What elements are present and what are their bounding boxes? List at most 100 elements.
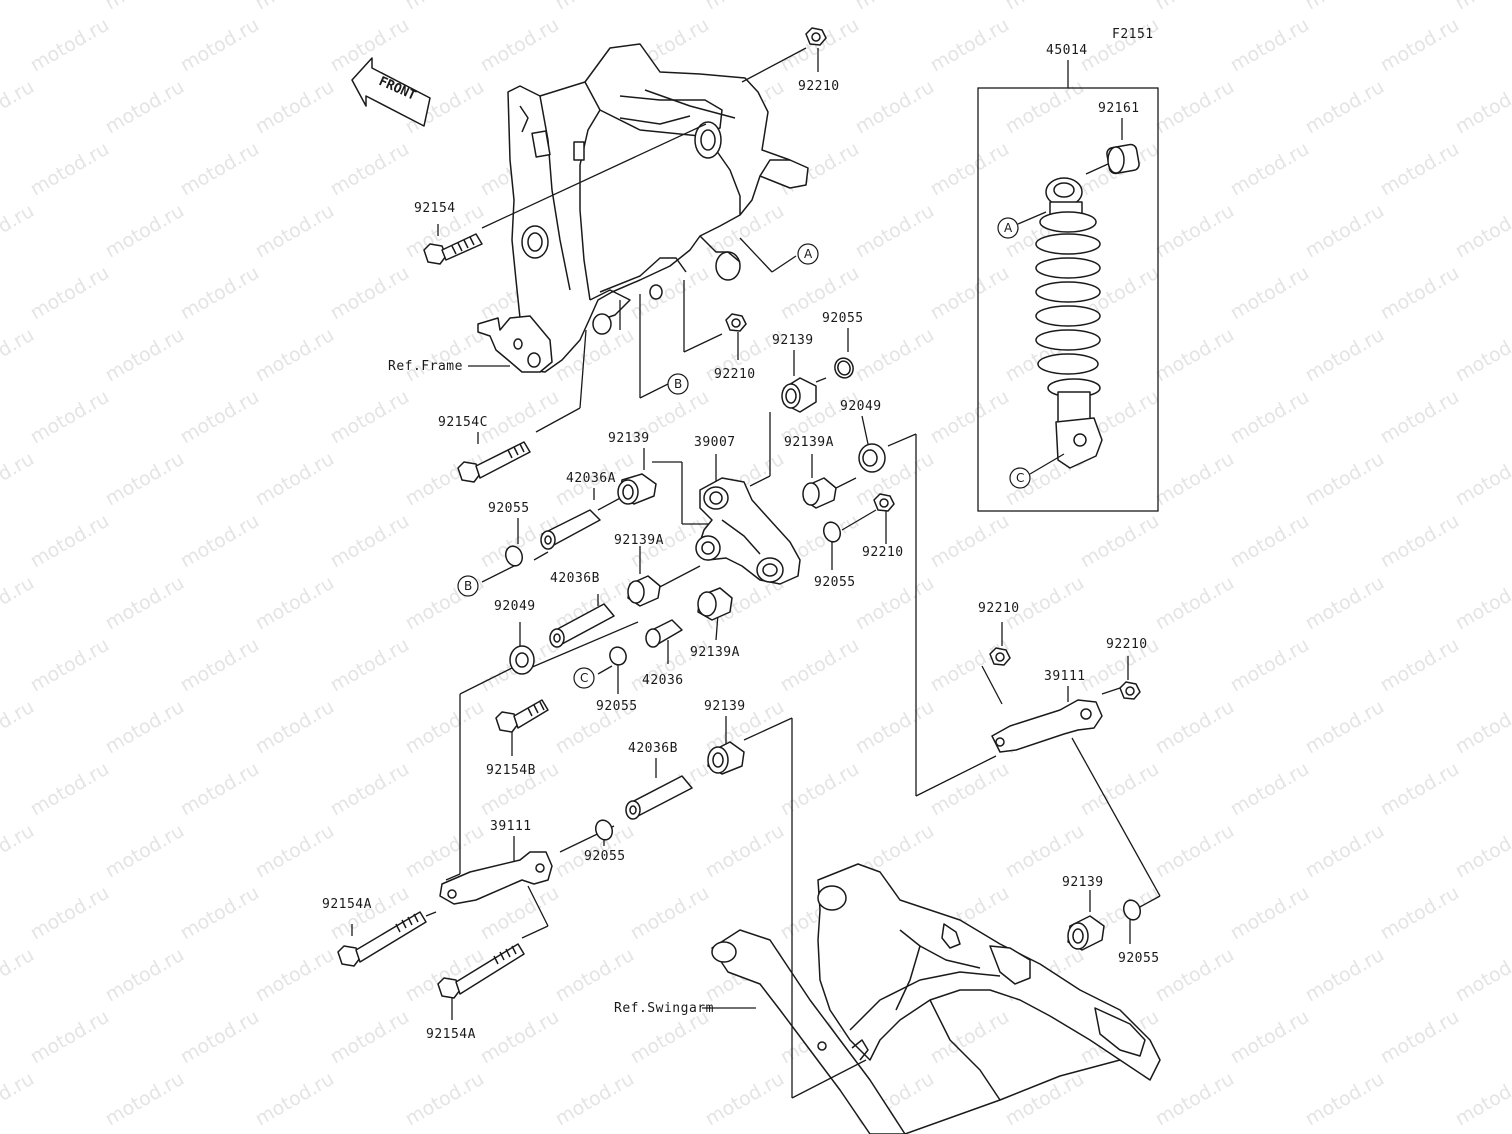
label-washer-left: 92049 bbox=[494, 599, 536, 614]
watermark-text: motod.ru bbox=[1302, 820, 1388, 883]
watermark-text: motod.ru bbox=[1227, 510, 1313, 573]
watermark-text: motod.ru bbox=[177, 634, 263, 697]
label-collar-lower: 92139 bbox=[704, 699, 746, 714]
watermark-text: motod.ru bbox=[1452, 200, 1512, 263]
watermark-text: motod.ru bbox=[402, 0, 488, 14]
watermark-text: motod.ru bbox=[27, 138, 113, 201]
svg-text:C: C bbox=[580, 671, 588, 685]
collar-92139-upper bbox=[781, 377, 817, 413]
watermark-text: motod.ru bbox=[0, 76, 38, 139]
watermark-text: motod.ru bbox=[27, 882, 113, 945]
label-oring-swing: 92055 bbox=[1118, 951, 1160, 966]
watermark-text: motod.ru bbox=[1152, 324, 1238, 387]
nut-92210-right bbox=[873, 493, 895, 512]
watermark-text: motod.ru bbox=[927, 386, 1013, 449]
label-sleeve-b: 42036B bbox=[550, 571, 600, 586]
label-bolt-a1: 92154A bbox=[322, 897, 372, 912]
oring-92055-upper bbox=[834, 357, 854, 379]
watermark-text: motod.ru bbox=[1377, 1006, 1463, 1069]
watermark-text: motod.ru bbox=[102, 696, 188, 759]
watermark-text: motod.ru bbox=[0, 448, 38, 511]
callout-c-left: C bbox=[573, 667, 595, 689]
label-bolt-frame: 92154 bbox=[414, 201, 456, 216]
callout-circles: A B B C A C bbox=[457, 217, 1031, 689]
label-bolt-a2: 92154A bbox=[426, 1027, 476, 1042]
watermark-text: motod.ru bbox=[777, 634, 863, 697]
watermark-text: motod.ru bbox=[327, 262, 413, 325]
rocker-arm-39007 bbox=[695, 477, 801, 585]
watermark-text: motod.ru bbox=[552, 1068, 638, 1131]
part-labels: 45014 92161 92210 92154 92210 92055 9213… bbox=[322, 43, 1160, 1042]
watermark-text: motod.ru bbox=[1302, 448, 1388, 511]
watermark-text: motod.ru bbox=[1227, 14, 1313, 77]
watermark-text: motod.ru bbox=[477, 14, 563, 77]
watermark-text: motod.ru bbox=[0, 696, 38, 759]
watermark-text: motod.ru bbox=[852, 572, 938, 635]
label-bolt-b: 92154B bbox=[486, 763, 536, 778]
watermark-text: motod.ru bbox=[252, 200, 338, 263]
oring-92055-lower bbox=[594, 819, 614, 841]
watermark-text: motod.ru bbox=[27, 262, 113, 325]
label-shock-assembly: 45014 bbox=[1046, 43, 1088, 58]
bolt-92154C bbox=[457, 441, 531, 483]
watermark-text: motod.ru bbox=[1452, 1068, 1512, 1131]
svg-text:A: A bbox=[1004, 221, 1013, 235]
label-oring-right: 92055 bbox=[814, 575, 856, 590]
watermark-text: motod.ru bbox=[1452, 572, 1512, 635]
watermark-text: motod.ru bbox=[177, 386, 263, 449]
watermark-text: motod.ru bbox=[1377, 634, 1463, 697]
watermark-text: motod.ru bbox=[1377, 138, 1463, 201]
collar-92139A-mid bbox=[627, 575, 661, 607]
label-collar-a-upper: 92139A bbox=[784, 435, 834, 450]
watermark-text: motod.ru bbox=[1302, 200, 1388, 263]
watermark-text: motod.ru bbox=[252, 696, 338, 759]
watermark-text: motod.ru bbox=[477, 1006, 563, 1069]
label-ref-frame: Ref.Frame bbox=[388, 359, 463, 374]
watermark-text: motod.ru bbox=[102, 572, 188, 635]
label-oring-lower: 92055 bbox=[584, 849, 626, 864]
label-tie-rod-right: 39111 bbox=[1044, 669, 1086, 684]
watermark-text: motod.ru bbox=[1152, 448, 1238, 511]
watermark-text: motod.ru bbox=[1227, 386, 1313, 449]
label-nut-frame: 92210 bbox=[714, 367, 756, 382]
watermark-text: motod.ru bbox=[327, 510, 413, 573]
watermark-text: motod.ru bbox=[27, 14, 113, 77]
watermark-text: motod.ru bbox=[252, 76, 338, 139]
watermark-text: motod.ru bbox=[177, 262, 263, 325]
collar-92139-mid bbox=[617, 473, 657, 505]
sleeve-42036B-lower bbox=[625, 775, 693, 820]
label-nut-right: 92210 bbox=[862, 545, 904, 560]
watermark-text: motod.ru bbox=[1152, 696, 1238, 759]
washer-92049-upper bbox=[858, 443, 886, 473]
watermark-text: motod.ru bbox=[927, 262, 1013, 325]
sleeve-42036B bbox=[549, 603, 615, 648]
watermark-text: motod.ru bbox=[1377, 386, 1463, 449]
watermark-text: motod.ru bbox=[1152, 820, 1238, 883]
watermark-text: motod.ru bbox=[1077, 14, 1163, 77]
watermark-text: motod.ru bbox=[0, 572, 38, 635]
watermark-text: motod.ru bbox=[1302, 324, 1388, 387]
watermark-text: motod.ru bbox=[102, 324, 188, 387]
bolt-92154A-1 bbox=[337, 911, 427, 967]
watermark-text: motod.ru bbox=[27, 634, 113, 697]
frame-drawing bbox=[477, 43, 809, 373]
label-shock-bushing: 92161 bbox=[1098, 101, 1140, 116]
watermark-text: motod.ru bbox=[1302, 696, 1388, 759]
tie-rod-39111-right bbox=[991, 699, 1103, 753]
label-collar-a-lower: 92139A bbox=[690, 645, 740, 660]
watermark-text: motod.ru bbox=[27, 386, 113, 449]
watermark-text: motod.ru bbox=[177, 14, 263, 77]
callout-a-frame: A bbox=[797, 243, 819, 265]
watermark-text: motod.ru bbox=[552, 944, 638, 1007]
bolt-92154B bbox=[495, 699, 549, 733]
watermark-text: motod.ru bbox=[852, 324, 938, 387]
watermark-text: motod.ru bbox=[102, 944, 188, 1007]
label-oring-left: 92055 bbox=[488, 501, 530, 516]
label-washer-upper: 92049 bbox=[840, 399, 882, 414]
watermark-text: motod.ru bbox=[0, 820, 38, 883]
watermark-text: motod.ru bbox=[477, 386, 563, 449]
label-nut-tie-right: 92210 bbox=[1106, 637, 1148, 652]
watermark-text: motod.ru bbox=[1452, 696, 1512, 759]
watermark-text: motod.ru bbox=[1302, 0, 1388, 14]
watermark-text: motod.ru bbox=[1077, 758, 1163, 821]
